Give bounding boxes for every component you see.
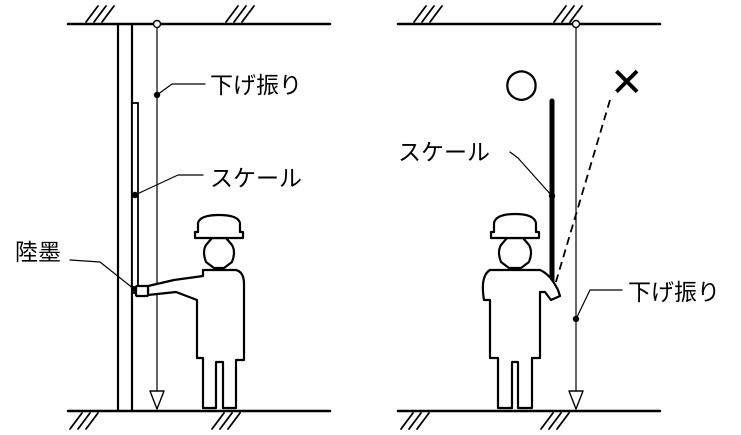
correct-mark: ○: [504, 60, 539, 106]
right-plumb-label: 下げ振り: [628, 280, 720, 306]
right-panel: ○ ✕ スケール 下げ振り: [396, 5, 720, 430]
left-plumb-line: [149, 19, 165, 410]
left-plumb-label: 下げ振り: [210, 73, 302, 99]
left-ceiling: [66, 5, 332, 26]
right-plumb-line: [568, 19, 584, 410]
tilted-scale-line: [554, 99, 611, 286]
left-panel: 下げ振り スケール 陸墨: [15, 5, 332, 430]
left-column: [116, 22, 134, 413]
left-scale-label: スケール: [210, 166, 302, 192]
right-ceiling: [396, 5, 662, 26]
left-leaders: [69, 83, 206, 292]
left-floor: [66, 409, 332, 430]
right-floor: [396, 409, 662, 430]
left-worker: [134, 213, 246, 410]
wrong-mark: ✕: [610, 60, 644, 106]
right-scale-label: スケール: [398, 140, 490, 166]
reference-mark-label: 陸墨: [15, 240, 61, 266]
right-worker: [481, 212, 562, 410]
right-leaders: [509, 151, 623, 323]
